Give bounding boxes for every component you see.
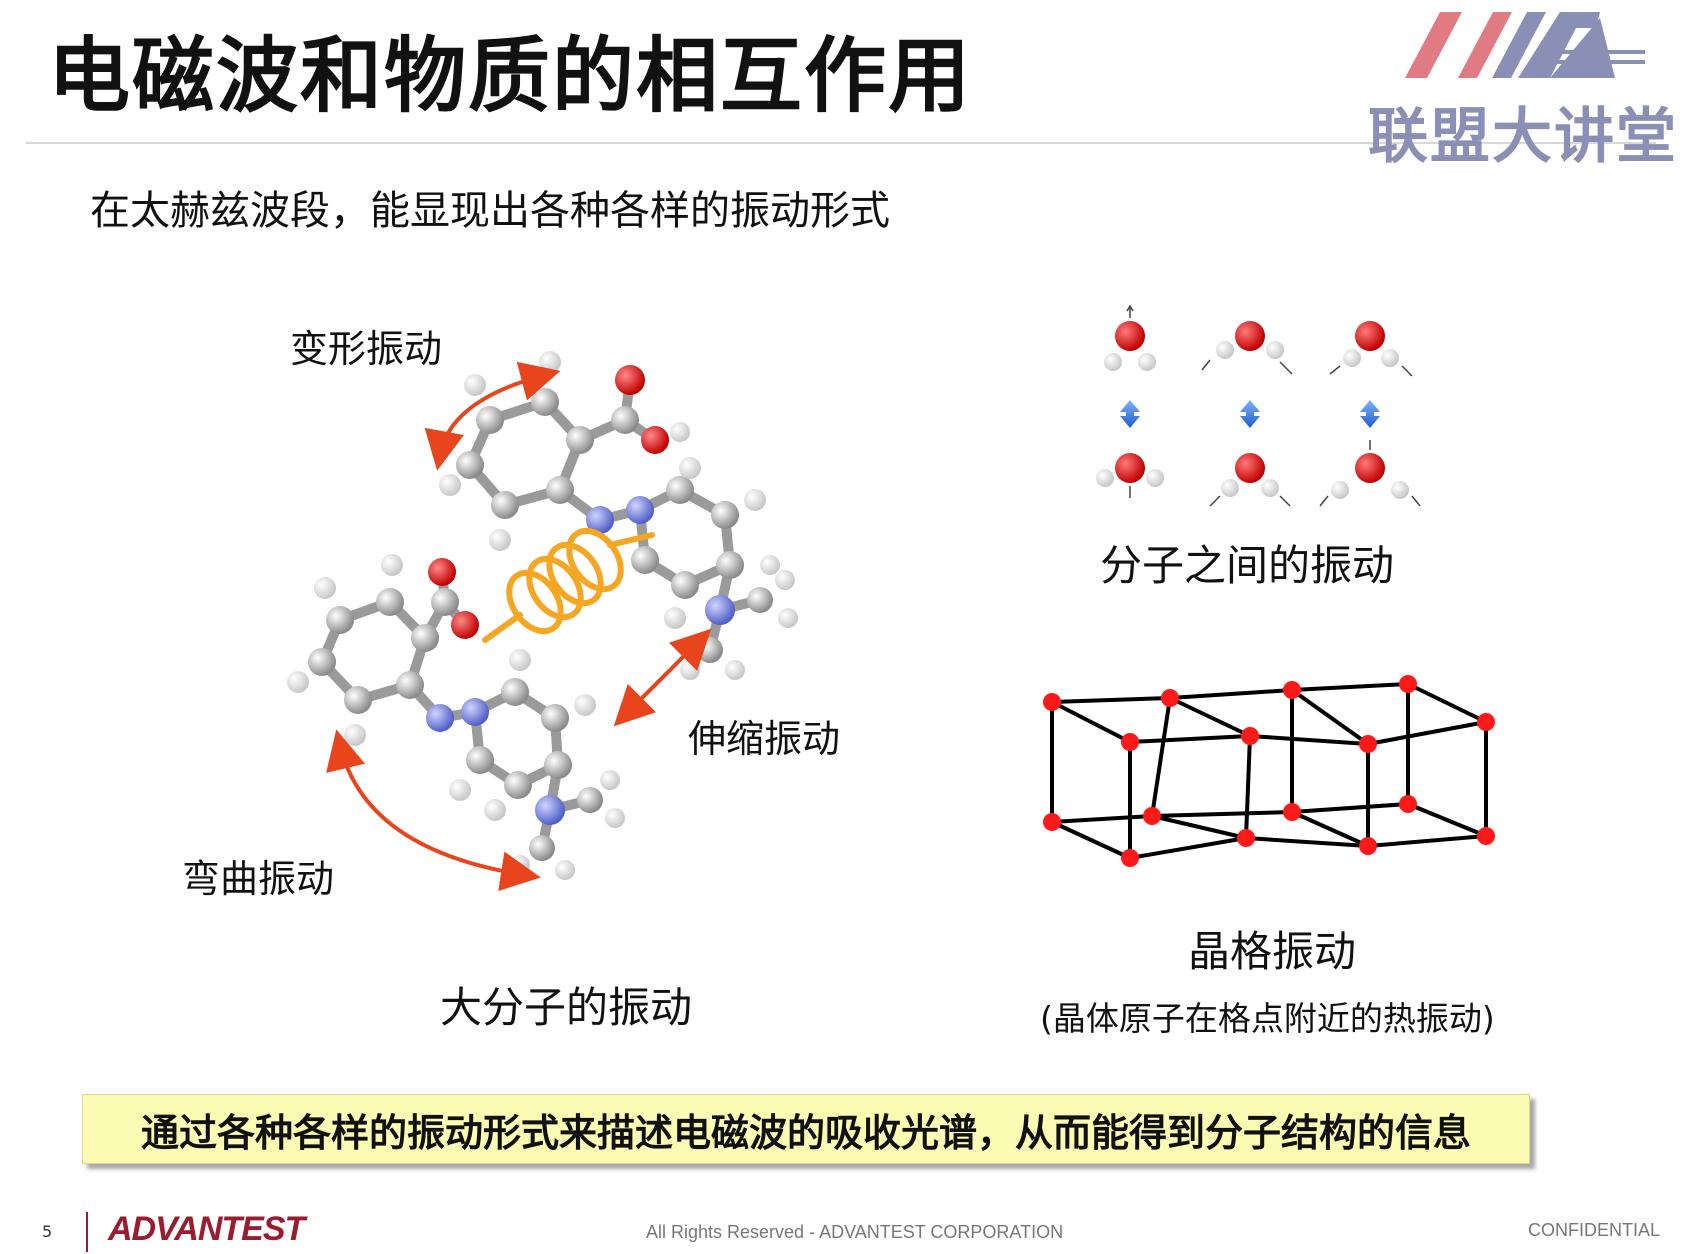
footer-confidential: CONFIDENTIAL [1528, 1220, 1661, 1240]
slide-subtitle: 在太赫兹波段，能显现出各种各样的振动形式 [90, 188, 890, 234]
summary-banner: 通过各种各样的振动形式来描述电磁波的吸收光谱，从而能得到分子结构的信息 [82, 1094, 1530, 1164]
label-stretching: 伸缩振动 [688, 717, 841, 761]
page-number: 5 [42, 1222, 53, 1241]
footer-rights: All Rights Reserved - ADVANTEST CORPORAT… [646, 1222, 1064, 1242]
footer-divider [86, 1212, 88, 1252]
crystal-lattice-illustration [1043, 675, 1495, 867]
advantest-logo: ADVANTEST [108, 1210, 305, 1248]
caption-macromolecule: 大分子的振动 [440, 983, 693, 1032]
stretching-arrow [613, 628, 712, 727]
logo-text: 联盟大讲堂 [1368, 102, 1678, 172]
lattice-note: (晶体原子在格点附近的热振动) [1040, 999, 1495, 1038]
label-deformation: 变形振动 [290, 327, 443, 371]
caption-intermolecular: 分子之间的振动 [1100, 541, 1395, 590]
deformation-arrow [424, 361, 561, 471]
title-divider [26, 142, 1656, 144]
caption-lattice: 晶格振动 [1188, 927, 1357, 976]
macromolecule-illustration [287, 351, 798, 892]
spring-icon [482, 527, 655, 643]
water-molecules-illustration [1096, 304, 1421, 507]
slide-title: 电磁波和物质的相互作用 [48, 29, 973, 124]
label-bending: 弯曲振动 [182, 857, 335, 901]
bending-arrow [326, 729, 541, 892]
nta-logo-icon [1405, 12, 1645, 78]
